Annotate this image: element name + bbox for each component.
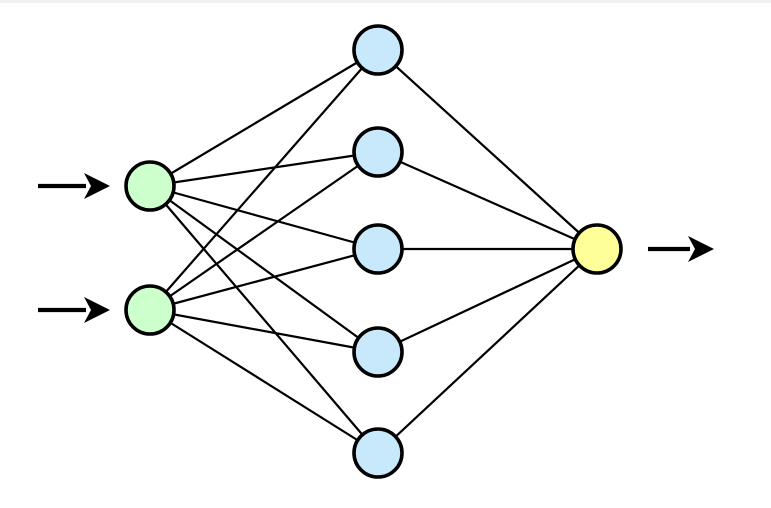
edge-i1-h1 bbox=[148, 48, 380, 188]
edge-i2-h2 bbox=[148, 150, 380, 312]
hidden-node-1[interactable] bbox=[352, 24, 404, 76]
edge-i2-h3 bbox=[148, 247, 380, 312]
edge-h1-o1 bbox=[376, 48, 599, 251]
edge-h2-o1 bbox=[376, 150, 599, 251]
edge-h4-o1 bbox=[376, 247, 599, 354]
edge-i1-h5 bbox=[148, 184, 380, 455]
input-arrow-1 bbox=[38, 173, 110, 199]
hidden-node-2[interactable] bbox=[352, 126, 404, 178]
output-arrow-1 bbox=[648, 236, 714, 262]
edge-i1-h3 bbox=[148, 184, 380, 251]
input-node-1[interactable] bbox=[124, 160, 176, 212]
output-node-1[interactable] bbox=[571, 223, 623, 275]
output-arrow-1-head bbox=[688, 236, 714, 262]
edge-i2-h1 bbox=[148, 48, 380, 312]
hidden-node-3[interactable] bbox=[352, 223, 404, 275]
input-node-2[interactable] bbox=[124, 284, 176, 336]
nodes-group bbox=[124, 24, 623, 479]
edge-i2-h5 bbox=[148, 308, 380, 455]
edges-group bbox=[148, 48, 599, 455]
arrows-group bbox=[38, 173, 714, 323]
edge-i1-h4 bbox=[148, 184, 380, 354]
edge-i2-h4 bbox=[148, 308, 380, 354]
input-arrow-1-head bbox=[84, 173, 110, 199]
hidden-node-5[interactable] bbox=[352, 427, 404, 479]
edge-h5-o1 bbox=[376, 247, 599, 455]
hidden-node-4[interactable] bbox=[352, 326, 404, 378]
input-arrow-2-head bbox=[84, 297, 110, 323]
input-arrow-2 bbox=[38, 297, 110, 323]
edge-i1-h2 bbox=[148, 150, 380, 188]
